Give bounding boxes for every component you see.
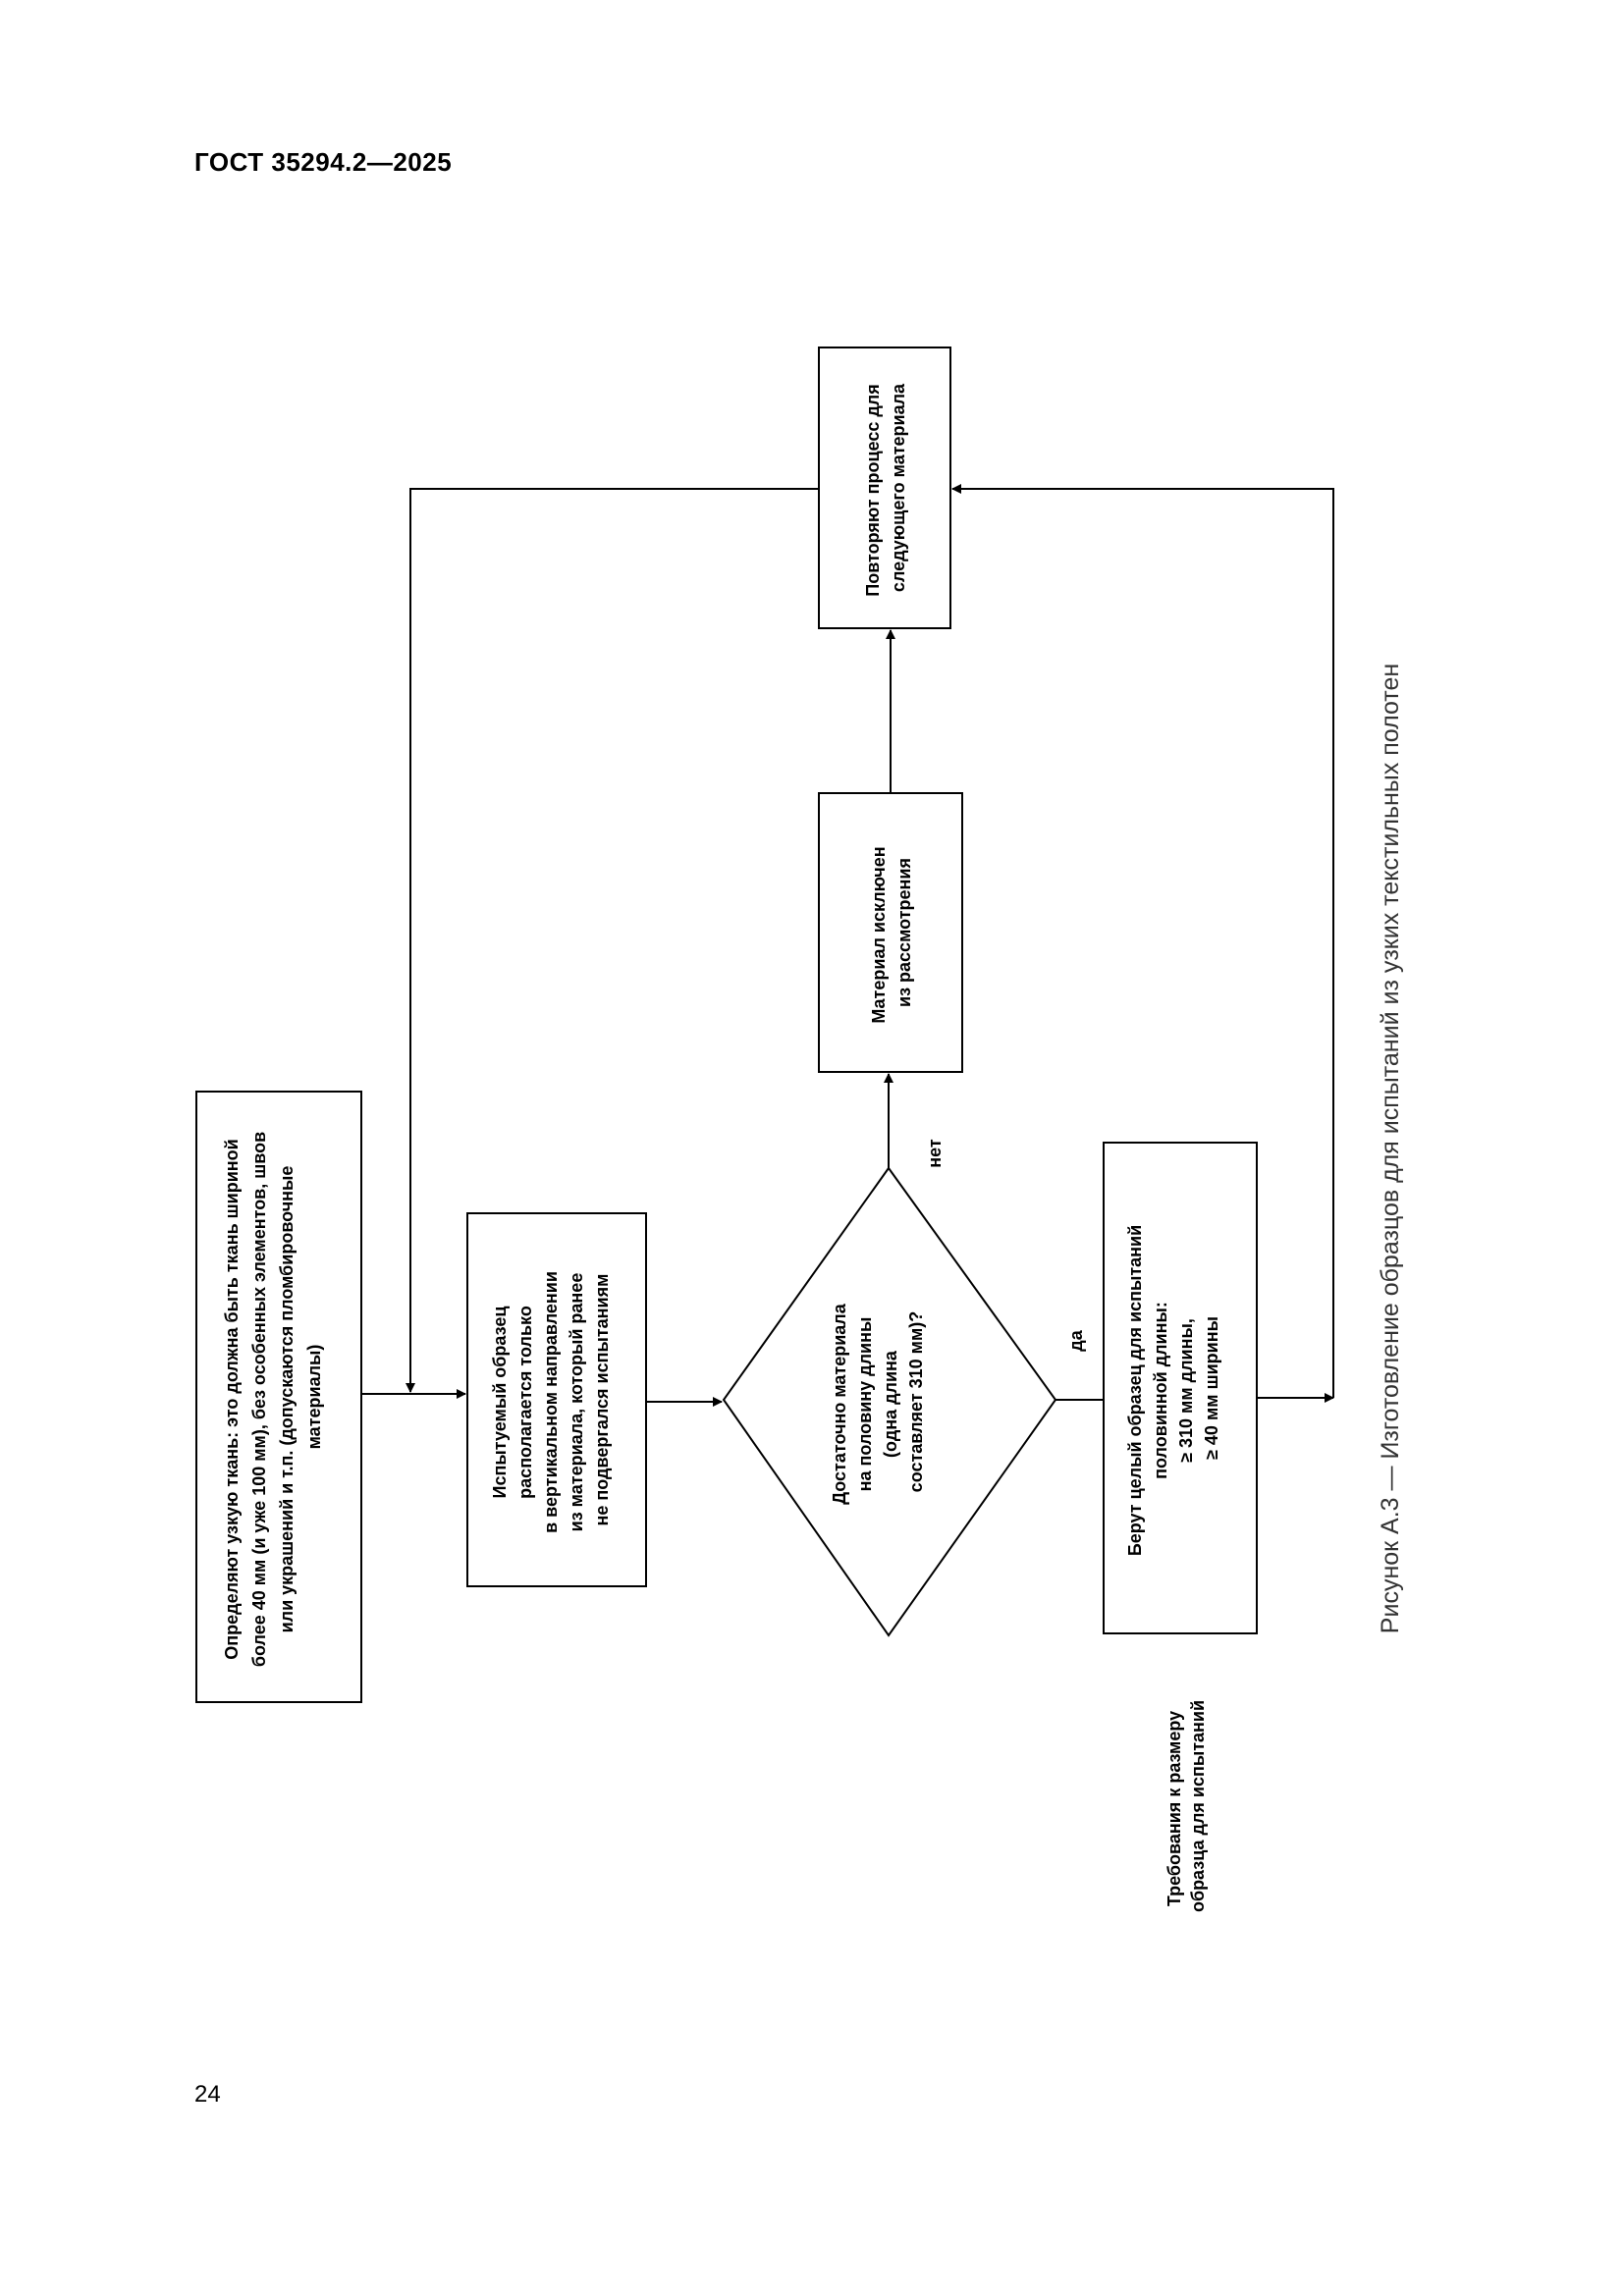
page-number: 24 [194,2081,221,2108]
define-box [195,1091,362,1703]
take-sample-box-text: Берут целый образец для испытаний полови… [1125,1220,1221,1556]
figure-caption: Рисунок А.3 — Изготовление образцов для … [1377,664,1404,1633]
decision-text: Достаточно материала на половину длины (… [830,1299,926,1505]
define-box-text: Определяют узкую ткань: это должна быть … [222,1127,324,1667]
sample-box [466,1212,647,1587]
no-branch-label: нет [925,1139,945,1168]
connector-repeat-loop-back [406,488,819,1393]
document-header: ГОСТ 35294.2—2025 [194,147,453,177]
repeat-box-text: Повторяют процесс для следующего материа… [863,379,908,596]
excluded-box [818,792,963,1073]
decision-diamond [722,1166,1057,1637]
repeat-box [818,347,951,629]
connector-right-loop [951,484,1334,1398]
yes-branch-label: да [1066,1329,1086,1351]
sample-box-text: Испытуемый образец располагается только … [490,1266,612,1533]
requirements-label: Требования к размеру образца для испытан… [1164,1700,1208,1912]
excluded-box-text: Материал исключен из рассмотрения [869,841,914,1023]
take-sample-box [1103,1142,1258,1634]
